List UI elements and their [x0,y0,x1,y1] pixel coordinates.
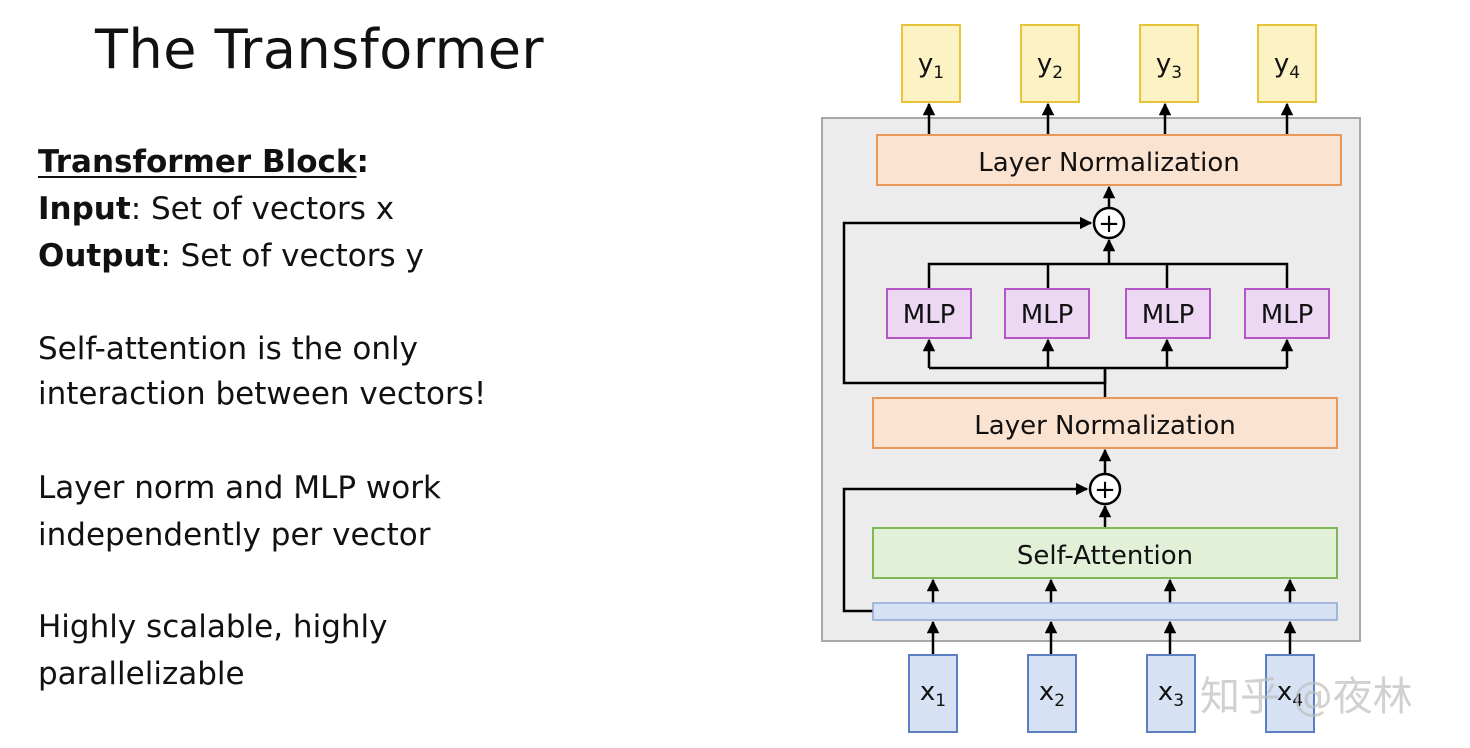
svg-text:x3: x3 [1158,677,1184,711]
mlp-4: MLP [1244,288,1330,339]
block-heading: Transformer Block [38,144,357,180]
input-x2: x2 [1027,654,1077,733]
mlp-2: MLP [1004,288,1090,339]
output-text: : Set of vectors y [160,238,424,274]
svg-text:x4: x4 [1277,677,1303,711]
output-y3-sub: 3 [1171,63,1182,83]
input-line: Input: Set of vectors x [38,186,394,232]
output-y4: y4 [1257,24,1317,103]
self-attention-box: Self-Attention [872,527,1338,579]
residual-add-bottom: + [1088,472,1122,506]
output-y2-sub: 2 [1052,63,1063,83]
plus-bottom-symbol: + [1094,475,1116,505]
input-x4-sub: 4 [1292,691,1303,711]
residual-add-top: + [1092,206,1126,240]
output-y4-base: y [1274,49,1289,79]
mlp-3: MLP [1125,288,1211,339]
input-label: Input [38,191,131,227]
para3-line2: parallelizable [38,656,245,692]
input-x1-base: x [920,677,935,707]
layer-norm-top: Layer Normalization [876,134,1342,186]
svg-text:x2: x2 [1039,677,1065,711]
input-x2-base: x [1039,677,1054,707]
self-attention-label: Self-Attention [1017,541,1193,571]
svg-text:x1: x1 [920,677,946,711]
output-label: Output [38,238,161,274]
output-y1: y1 [901,24,961,103]
block-heading-line: Transformer Block: [38,139,369,185]
slide-title: The Transformer [95,18,545,81]
output-y2-base: y [1037,49,1052,79]
mlp-1: MLP [886,288,972,339]
input-x3: x3 [1146,654,1196,733]
mlp-2-label: MLP [1021,300,1074,330]
para3-line1: Highly scalable, highly [38,609,388,645]
output-y4-sub: 4 [1289,63,1300,83]
output-y1-base: y [918,49,933,79]
output-line: Output: Set of vectors y [38,233,424,279]
input-x3-base: x [1158,677,1173,707]
mlp-1-label: MLP [903,300,956,330]
layer-norm-bottom-label: Layer Normalization [974,411,1235,441]
input-vector-bar [872,602,1338,621]
output-arrows [922,102,1294,134]
input-text: : Set of vectors x [130,191,395,227]
para1-line2: interaction between vectors! [38,376,487,412]
output-y2: y2 [1020,24,1080,103]
svg-text:y1: y1 [918,49,944,83]
input-x2-sub: 2 [1054,691,1065,711]
input-x1: x1 [908,654,958,733]
output-y3-base: y [1156,49,1171,79]
layer-norm-bottom: Layer Normalization [872,397,1338,449]
plus-top-symbol: + [1098,209,1120,239]
para2-line1: Layer norm and MLP work [38,470,441,506]
mlp-4-label: MLP [1261,300,1314,330]
para2-line2: independently per vector [38,517,431,553]
para1-line1: Self-attention is the only [38,331,418,367]
output-y1-sub: 1 [933,63,944,83]
input-x4-base: x [1277,677,1292,707]
output-y3: y3 [1139,24,1199,103]
mlp-3-label: MLP [1142,300,1195,330]
watermark: 知乎 @夜林 [1200,674,1413,720]
input-x4: x4 [1265,654,1315,733]
layer-norm-top-label: Layer Normalization [978,148,1239,178]
svg-text:y2: y2 [1037,49,1063,83]
input-x1-sub: 1 [935,691,946,711]
svg-text:y3: y3 [1156,49,1182,83]
input-x3-sub: 3 [1173,691,1184,711]
svg-text:y4: y4 [1274,49,1300,83]
block-heading-colon: : [356,144,369,180]
